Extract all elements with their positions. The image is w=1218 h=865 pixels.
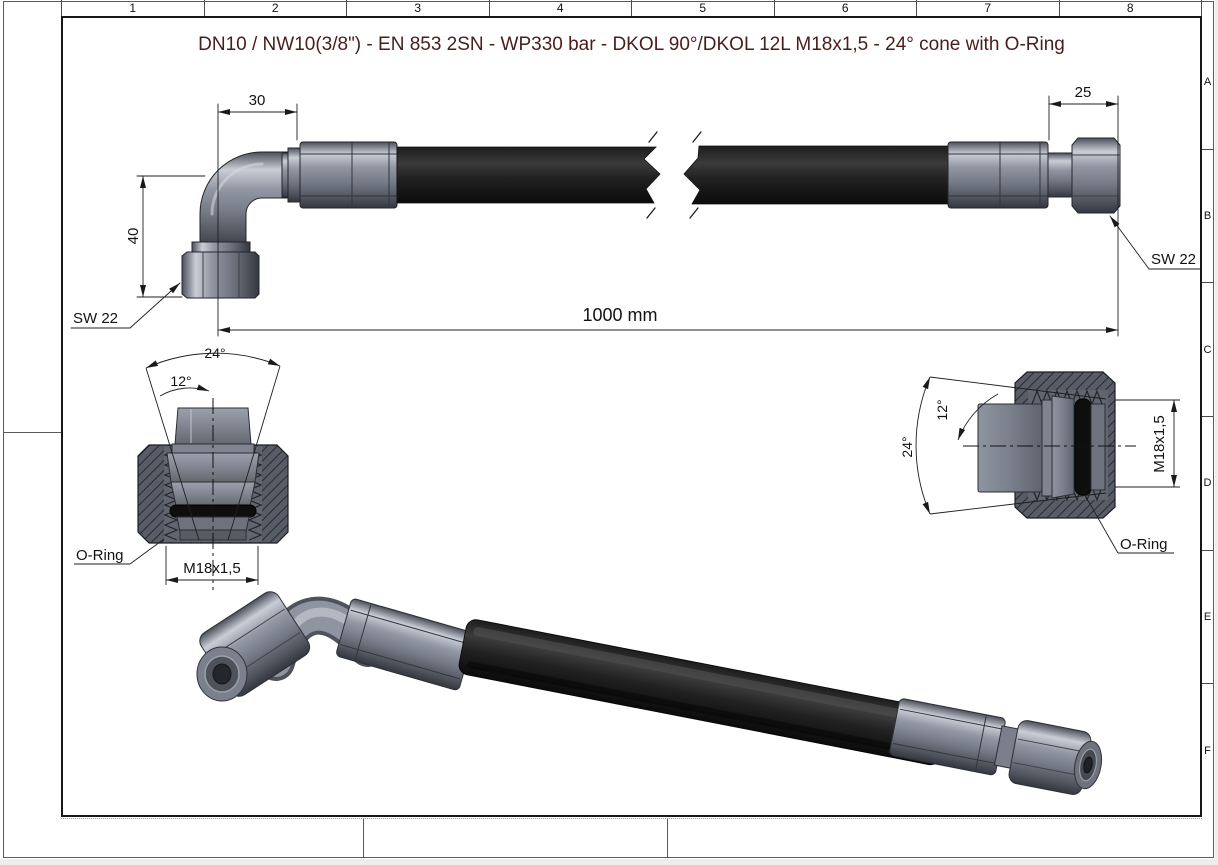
grid-row-label-b: B — [1202, 150, 1213, 284]
right-detail-12deg-text: 12° — [934, 399, 950, 420]
hose-left-segment — [396, 146, 661, 204]
iso-right-nut — [993, 720, 1092, 795]
label-sw22-left: SW 22 — [73, 310, 118, 327]
iso-hose — [458, 619, 948, 766]
grid-ruler-columns: 1 2 3 4 5 6 7 8 — [61, 0, 1202, 16]
right-detail-24deg-text: 24° — [899, 436, 915, 457]
left-detail-thread-left — [163, 449, 179, 541]
right-detail-oring-label: O-Ring — [1120, 536, 1168, 553]
left-detail-angle-dims — [74, 352, 281, 585]
sheet-edge-left — [3, 1, 4, 858]
title-block-divider-2 — [667, 818, 668, 857]
break-symbol-ticks — [646, 131, 702, 219]
hose-right-segment — [683, 145, 949, 205]
iso-right-nut-face — [1073, 740, 1103, 790]
grid-row-label-d: D — [1202, 417, 1213, 551]
dim-1000mm-text: 1000 mm — [582, 305, 657, 325]
isometric-view — [196, 591, 1103, 795]
grid-column-label-3: 3 — [347, 0, 490, 16]
sheet-edge-bottom — [3, 857, 1214, 858]
left-detail-thread-right — [247, 449, 263, 541]
dim-25-text: 25 — [1075, 84, 1092, 101]
grid-column-label-7: 7 — [917, 0, 1060, 16]
iso-left-ferrule — [336, 598, 475, 691]
left-elbow-fitting — [181, 147, 301, 299]
dim-40-text: 40 — [125, 228, 142, 245]
dim-30-text: 30 — [249, 92, 266, 109]
right-detail-o-ring — [1074, 398, 1092, 496]
iso-left-nut-face — [196, 646, 248, 702]
left-detail-thread-text: M18x1,5 — [183, 560, 241, 577]
drawing-title: DN10 / NW10(3/8") - EN 853 2SN - WP330 b… — [198, 34, 1065, 55]
grid-column-label-4: 4 — [490, 0, 632, 16]
grid-column-label-2: 2 — [205, 0, 347, 16]
grid-column-label-1: 1 — [61, 0, 205, 16]
iso-right-ferrule — [889, 698, 1006, 776]
right-ferrule — [947, 141, 1049, 209]
sheet-edge-top — [3, 1, 1214, 2]
left-detail-24deg-text: 24° — [204, 345, 225, 361]
grid-ruler-rows: A B C D E F — [1202, 16, 1213, 817]
title-block-divider-1 — [363, 818, 364, 857]
left-ferrule — [299, 141, 398, 209]
grid-row-label-e: E — [1202, 551, 1213, 685]
left-margin-center-mark — [3, 432, 61, 433]
right-detail-cone — [977, 395, 1106, 499]
drawing-frame — [61, 16, 1202, 817]
sheet-edge-right — [1213, 1, 1214, 858]
grid-row-label-c: C — [1202, 283, 1213, 418]
front-view: 30 40 25 1000 mm SW 22 SW 22 — [70, 84, 1201, 337]
hose-front-view — [396, 131, 949, 219]
outside-sheet-bottom — [0, 859, 1218, 865]
right-detail-thread-text: M18x1,5 — [1151, 415, 1168, 473]
frame-fold-line — [61, 818, 1202, 819]
grid-column-label-8: 8 — [1060, 0, 1202, 16]
left-detail-view: 24° 12° M18x1,5 O-Ring — [74, 345, 289, 590]
left-detail-oring-label: O-Ring — [76, 547, 124, 564]
dimension-lines — [70, 95, 1201, 337]
right-straight-nut — [1047, 137, 1121, 214]
outside-sheet-right — [1215, 0, 1218, 865]
grid-row-label-f: F — [1204, 744, 1211, 757]
grid-column-label-5: 5 — [632, 0, 775, 16]
grid-column-label-6: 6 — [775, 0, 917, 16]
right-detail-view: 24° 12° M18x1,5 O-Ring — [899, 371, 1180, 554]
sw22-left-leader — [129, 282, 181, 329]
grid-row-label-a: A — [1202, 16, 1213, 150]
right-detail-angle-dims — [915, 376, 1180, 554]
sw22-right-leader — [1109, 215, 1150, 270]
left-detail-12deg-text: 12° — [170, 373, 191, 389]
label-sw22-right: SW 22 — [1151, 251, 1196, 268]
left-elbow-nut — [181, 251, 260, 299]
